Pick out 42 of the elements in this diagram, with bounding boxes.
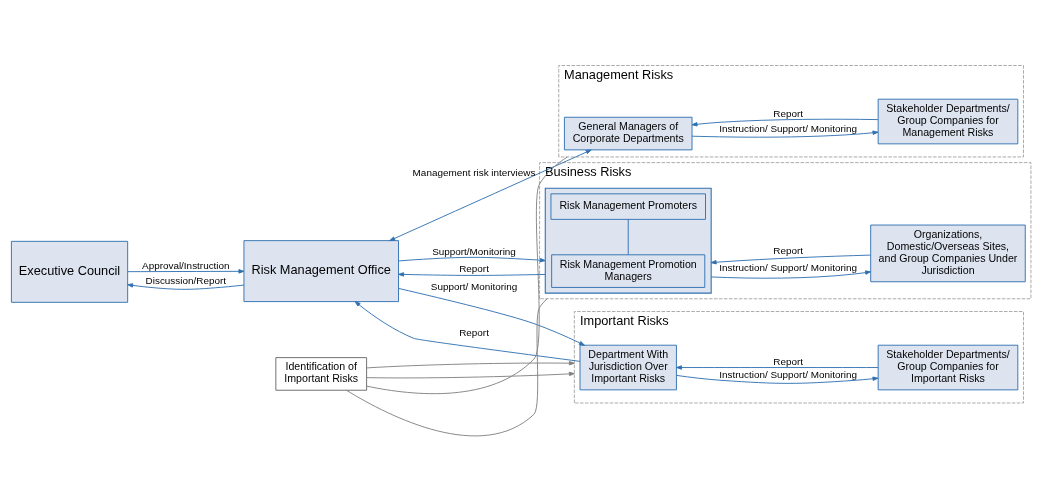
node-box: Identification of Important Risks [275,356,368,391]
edge-label: Report [773,107,803,119]
node-box: Risk Management Promoters [550,192,706,220]
arrow [691,118,879,126]
connector [627,218,629,255]
arrow [398,287,585,346]
edge-label: Support/ Monitoring [430,280,518,292]
node-box: Stakeholder Departments/ Group Companies for Management Risks [877,98,1019,144]
arrow [398,271,546,277]
edge-label: Management risk interviews [412,166,536,178]
arrow [691,130,879,138]
edge-label: Report [459,262,489,274]
node-box: Department With Jurisdiction Over Important Risks [579,344,677,390]
edge-label: Report [773,244,803,256]
edge-label: Report [459,326,489,338]
arrow [398,256,546,262]
arrow [710,254,871,264]
connector [346,297,548,436]
arrow [676,364,879,370]
edge-label: Approval/Instruction [142,259,230,271]
edge-label: Instruction/ Support/ Monitoring [719,122,857,134]
connector [366,156,568,394]
arrow [366,360,575,368]
edge-label: Discussion/Report [145,274,226,286]
edge-label: Instruction/ Support/ Monitoring [719,368,857,380]
arrow [354,300,581,362]
node-box: Executive Council [10,240,129,303]
node-box: Stakeholder Departments/ Group Companies for Important Risks [877,344,1019,390]
node-box: Risk Management Promotion Managers [551,253,706,288]
arrow [366,371,575,378]
arrow [389,149,592,241]
edge-label: Report [773,355,803,367]
arrow [710,269,871,279]
node-box: Organizations, Domestic/Overseas Sites, and Group Companies Under Jurisdiction [870,224,1026,282]
node-box: General Managers of Corporate Departments [563,116,693,150]
node-box: Risk Management Office [243,239,399,302]
edge-label: Support/Monitoring [432,245,516,257]
arrow [127,268,245,274]
edge-label: Instruction/ Support/ Monitoring [719,261,857,273]
arrow [676,374,879,384]
arrow [127,282,245,290]
cluster [544,187,712,294]
